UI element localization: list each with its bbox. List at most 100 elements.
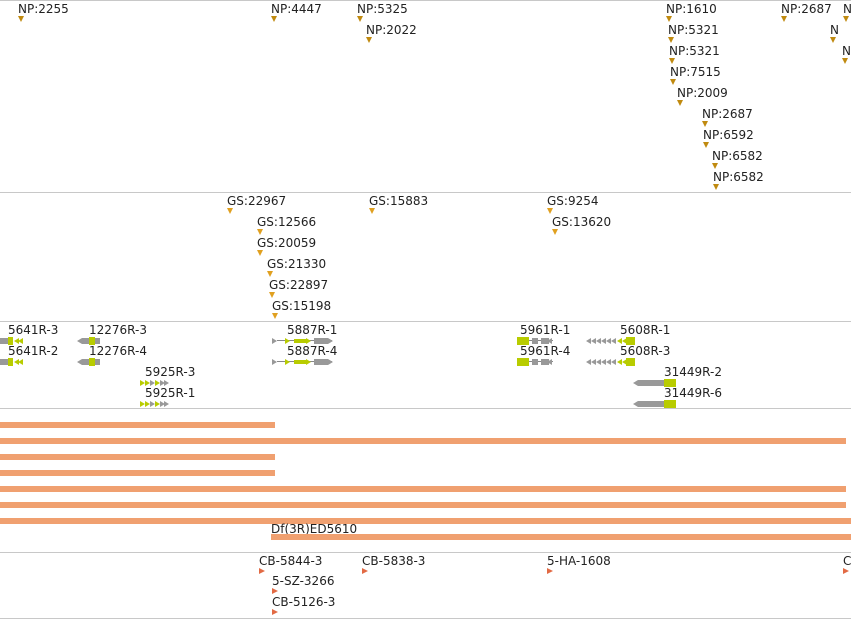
down-triangle-icon: [669, 58, 675, 64]
deletion-bar[interactable]: [0, 470, 275, 476]
deletion-bar[interactable]: [0, 486, 846, 492]
gene-construct-track: 5641R-3 5641R-2 12276R-3 12276R-4: [0, 322, 851, 408]
down-triangle-icon: [267, 271, 273, 277]
feature-label: 31449R-6: [664, 386, 722, 400]
feature-label: 5-SZ-3266: [272, 574, 335, 588]
feature-label: NP:5321: [668, 23, 719, 37]
feature-label: NP:6582: [713, 170, 764, 184]
right-triangle-icon: [547, 568, 553, 574]
deletion-bar[interactable]: [0, 438, 846, 444]
feature-label: GS:13620: [552, 215, 612, 229]
down-triangle-icon: [670, 79, 676, 85]
gene-glyph: [77, 357, 101, 367]
down-triangle-icon: [369, 208, 375, 214]
down-triangle-icon: [552, 229, 558, 235]
feature-label: NP:5321: [669, 44, 720, 58]
down-triangle-icon: [713, 184, 719, 190]
feature-label: GS:21330: [267, 257, 327, 271]
deletion-bar-df3r-ed5610[interactable]: [271, 534, 851, 540]
track-separator: [0, 552, 851, 553]
feature-label: GS:12566: [257, 215, 317, 229]
gene-glyph: [517, 336, 555, 346]
feature-label: NP:2009: [677, 86, 728, 100]
feature-label: NP:6582: [712, 149, 763, 163]
deletion-bar[interactable]: [0, 502, 846, 508]
down-triangle-icon: [271, 16, 277, 22]
feature-label: CB-5838-3: [362, 554, 426, 568]
feature-label: 31449R-2: [664, 365, 722, 379]
feature-label: NP:2255: [18, 2, 69, 16]
feature-label: NP:4447: [271, 2, 322, 16]
gene-glyph: [633, 399, 678, 409]
feature-label: NP:2022: [366, 23, 417, 37]
gs-insertion-track: GS:22967 GS:12566 GS:20059 GS:21330 GS:2…: [0, 193, 851, 321]
down-triangle-icon: [366, 37, 372, 43]
feature-label: CB-5844-3: [259, 554, 323, 568]
gene-glyph: [140, 378, 170, 388]
gene-glyph: [272, 357, 334, 367]
right-triangle-icon: [362, 568, 368, 574]
feature-label: 5925R-3: [145, 365, 196, 379]
down-triangle-icon: [269, 292, 275, 298]
gene-glyph: [272, 336, 334, 346]
feature-label: 5925R-1: [145, 386, 196, 400]
feature-label: 5641R-3: [8, 323, 59, 337]
gene-glyph: [0, 357, 24, 367]
feature-label: 12276R-3: [89, 323, 147, 337]
gene-glyph: [586, 357, 638, 367]
feature-label: 5961R-1: [520, 323, 571, 337]
down-triangle-icon: [272, 313, 278, 319]
down-triangle-icon: [781, 16, 787, 22]
feature-label: 5641R-2: [8, 344, 59, 358]
deletion-bar[interactable]: [0, 454, 275, 460]
feature-label: GS:20059: [257, 236, 317, 250]
down-triangle-icon: [227, 208, 233, 214]
feature-label: 5608R-1: [620, 323, 671, 337]
down-triangle-icon: [666, 16, 672, 22]
down-triangle-icon: [842, 58, 848, 64]
feature-label: NP:1610: [666, 2, 717, 16]
down-triangle-icon: [712, 163, 718, 169]
deletion-track: Df(3R)ED5610: [0, 409, 851, 552]
feature-label: GS:22967: [227, 194, 287, 208]
right-triangle-icon: [272, 588, 278, 594]
deletion-bar[interactable]: [0, 518, 851, 524]
down-triangle-icon: [257, 229, 263, 235]
deletion-bar[interactable]: [0, 422, 275, 428]
feature-label: NP:5325: [357, 2, 408, 16]
track-separator: [0, 321, 851, 322]
right-triangle-icon: [259, 568, 265, 574]
gene-glyph: [0, 336, 24, 346]
feature-label: GS:22897: [269, 278, 329, 292]
right-triangle-icon: [843, 568, 849, 574]
feature-label: NP:2687: [781, 2, 832, 16]
np-insertion-track: NP:2255 NP:4447 NP:5325 NP:2022 NP:1610 …: [0, 0, 851, 192]
track-separator: [0, 192, 851, 193]
feature-label: 5887R-4: [287, 344, 338, 358]
down-triangle-icon: [703, 142, 709, 148]
feature-label: N: [843, 2, 851, 16]
feature-label: C: [843, 554, 851, 568]
track-separator: [0, 408, 851, 409]
down-triangle-icon: [257, 250, 263, 256]
feature-label: GS:9254: [547, 194, 599, 208]
gene-glyph: [517, 357, 555, 367]
gene-glyph: [633, 378, 678, 388]
down-triangle-icon: [357, 16, 363, 22]
cb-insertion-track: CB-5844-3 5-SZ-3266 CB-5126-3 CB-5838-3 …: [0, 553, 851, 618]
down-triangle-icon: [668, 37, 674, 43]
down-triangle-icon: [547, 208, 553, 214]
feature-label: 5-HA-1608: [547, 554, 611, 568]
feature-label: CB-5126-3: [272, 595, 336, 609]
down-triangle-icon: [18, 16, 24, 22]
down-triangle-icon: [843, 16, 849, 22]
feature-label: 5608R-3: [620, 344, 671, 358]
gene-glyph: [140, 399, 170, 409]
right-triangle-icon: [272, 609, 278, 615]
deletion-label: Df(3R)ED5610: [271, 522, 358, 536]
gene-glyph: [586, 336, 638, 346]
feature-label: N: [842, 44, 851, 58]
feature-label: 5961R-4: [520, 344, 571, 358]
feature-label: NP:2687: [702, 107, 753, 121]
down-triangle-icon: [830, 37, 836, 43]
